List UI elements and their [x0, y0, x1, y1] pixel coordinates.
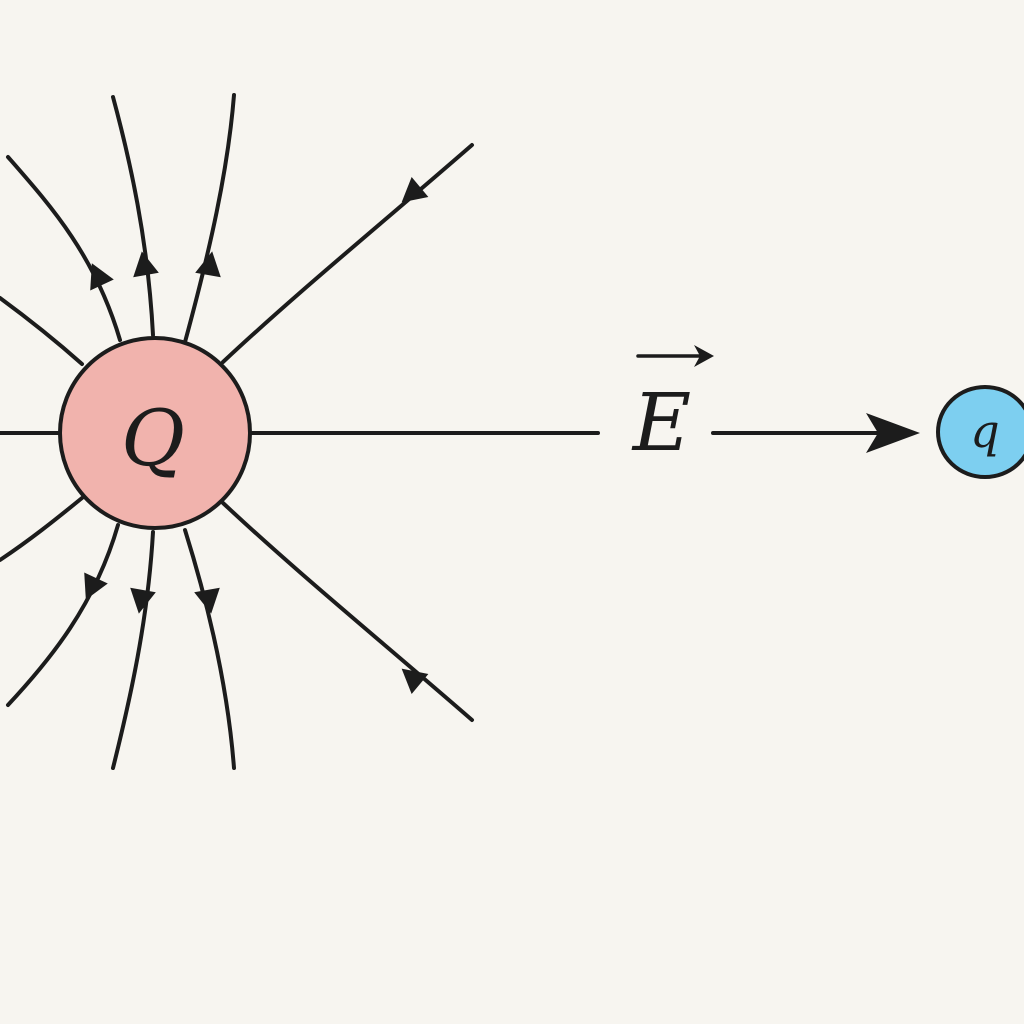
field-label: E [631, 345, 714, 469]
test-charge-label: q [970, 404, 999, 458]
vector-bar-arrowhead [694, 345, 714, 367]
field-lines [0, 93, 600, 770]
arrowhead-top-left-outer [90, 263, 114, 291]
arrowhead-lower-right [401, 668, 429, 694]
test-charge-circle [936, 385, 1024, 479]
field-line-bottom-center-right [183, 528, 236, 770]
field-vector-arrowhead [866, 413, 920, 453]
arrowhead-bottom-left-outer [84, 572, 108, 600]
field-line-top-center-left [111, 95, 155, 337]
arrowhead-bottom-center-right [194, 587, 220, 614]
test-charge: q [936, 385, 1024, 479]
arrowhead-upper-right [401, 177, 429, 203]
arrowhead-top-center-left [133, 251, 159, 278]
field-line-lower-right [221, 501, 474, 722]
field-line-bottom-center-left [111, 530, 155, 770]
field-label-text: E [631, 376, 691, 469]
field-line-upper-right [221, 143, 474, 364]
field-line-left-lower [0, 496, 84, 562]
field-line-left-upper [0, 296, 84, 366]
field-line-top-center-right [183, 93, 236, 344]
field-line-top-left-outer [6, 155, 122, 342]
arrowhead-bottom-center-left [130, 587, 156, 614]
field-line-bottom-left-outer [6, 523, 120, 707]
source-charge: Q [58, 336, 252, 530]
source-charge-circle [58, 336, 252, 530]
field-vector-arrow [711, 413, 920, 453]
arrowhead-top-center-right [195, 251, 221, 278]
field-arrowheads [84, 177, 429, 694]
source-charge-label: Q [121, 394, 185, 484]
